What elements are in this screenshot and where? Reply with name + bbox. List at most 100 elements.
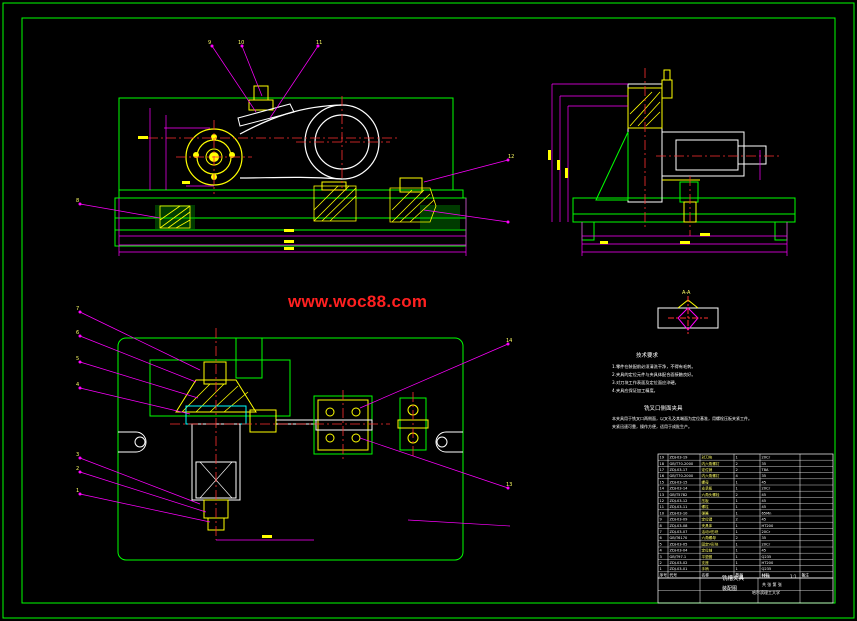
bom-cell: 45 [762,493,767,497]
bom-cell: ZDJ-03-07 [670,530,688,534]
note-line-2: 夹紧迅速可靠，操作方便，适用于成批生产。 [612,423,692,429]
balloon-12: 12 [508,154,514,160]
title-block-sheet: 装配图 [722,585,737,592]
balloon-10: 10 [238,40,244,46]
bom-cell: 35 [762,474,767,478]
bom-cell: 1 [736,567,738,571]
bom-cell: 19 [660,456,665,460]
bom-cell: 45 [762,549,767,553]
bom-header-cell: 代号 [670,572,678,577]
title-block-scale-label: 比例 [762,573,770,579]
bom-cell: 1 [736,555,738,559]
bom-cell: 7 [660,530,662,534]
bom-cell: 内六角螺钉 [702,473,720,478]
balloon-9: 9 [208,40,211,46]
bom-cell: GB/T70-2000 [670,474,694,478]
tech-line-2: 2.夹具的定位元件与夹具体配合面接触良好。 [612,371,696,378]
side-view [548,68,796,256]
bom-cell: ZDJ-03-11 [670,505,688,509]
balloon-11: 11 [316,40,322,46]
bom-cell: 20Cr [762,487,771,491]
bom-cell: 平垫圈 [702,554,713,559]
bom-cell: ZDJ-03-17 [670,468,688,472]
balloon-6: 6 [76,330,79,336]
section-a-a [657,296,719,334]
bom-cell: 2 [660,561,662,565]
bom-header-cell: 数量 [736,572,744,577]
bom-cell: 1 [736,561,738,565]
title-block-school: 哈尔滨理工大学 [752,589,780,595]
title-block-sheet-count: 共 张 第 张 [762,581,782,587]
bom-header-cell: 名称 [702,572,710,577]
bom-cell: 活动V形块 [702,529,719,534]
bom-cell: ZDJ-03-15 [670,480,688,484]
bom-cell: 2 [736,518,738,522]
title-block: 铣槽夹具 装配图 哈尔滨理工大学 比例 1:1 共 张 第 张 [722,573,797,595]
bom-cell: ZDJ-03-01 [670,567,688,571]
bom-cell: 20Cr [762,456,771,460]
tech-line-3: 3.对刀块工作表面及定位面应淬硬。 [612,379,679,386]
note-title: 铣叉口侧面夹具 [644,404,683,412]
bom-cell: 1 [660,567,662,571]
balloon-2: 2 [76,466,79,472]
title-block-name: 铣槽夹具 [722,574,745,582]
balloon-3: 3 [76,452,79,458]
bom-cell: 1 [736,480,738,484]
bom-cell: 65Mn [762,511,772,515]
bom-cell: ZDJ-03-04 [670,549,689,553]
bom-cell: ZDJ-03-10 [670,511,689,515]
bom-cell: 1 [736,456,738,460]
balloon-4: 4 [76,382,79,388]
bom-cell: 夹具体 [702,523,713,528]
bom-cell: 六角头螺栓 [702,492,720,497]
bom-cell: 支承板 [702,486,713,491]
bom-cell: ZDJ-03-12 [670,499,688,503]
front-view [78,44,510,256]
top-view [78,310,511,561]
bom-cell: 2 [736,493,738,497]
bom-cell: GB/T6170 [670,536,689,540]
tech-line-4: 4.夹具应保证加工精度。 [612,387,658,394]
bom-cell: HT200 [762,524,774,528]
section-a-a-label: A-A [682,290,691,296]
bom-cell: 17 [660,468,665,472]
bom-cell: GB/T97.1 [670,555,687,559]
bom-cell: Q235 [762,555,772,559]
bom-cell: 3 [660,555,662,559]
bom-cell: 20Cr [762,542,771,546]
balloon-8: 8 [76,198,79,204]
bom-cell: 2 [736,468,738,472]
bom-cell: 弹簧 [702,510,710,515]
bom-cell: 1 [736,530,738,534]
tech-line-1: 1.零件在装配前必须清洗干净，不得有毛刺。 [612,363,696,370]
watermark-text: www.woc88.com [288,292,428,311]
bom-cell: 9 [660,518,663,522]
bom-cell: 1 [736,505,738,509]
bom-cell: 六角螺母 [702,535,717,540]
bom-cell: 18 [660,462,665,466]
bom-cell: 4 [660,549,663,553]
bom-cell: 手柄 [702,566,710,571]
bom-cell: 6 [660,536,663,540]
bom-cell: 2 [736,462,738,466]
bom-cell: 内六角螺钉 [702,461,720,466]
bom-cell: 螺母 [702,479,710,484]
bom-cell: GB/T5782 [670,493,688,497]
bom-cell: T8A [761,468,769,472]
bom-cell: 8 [660,524,663,528]
bom-cell: ZDJ-03-09 [670,518,689,522]
balloon-7: 7 [76,306,79,312]
bom-cell: 2 [736,536,738,540]
bom-cell: 14 [660,487,665,491]
bom-cell: 15 [660,480,665,484]
bom-cell: 1 [736,487,738,491]
bom-cell: 16 [660,474,665,478]
balloon-1: 1 [76,488,79,494]
bom-cell: 20Cr [762,530,771,534]
title-block-scale: 1:1 [790,574,797,579]
bom-cell: 45 [762,518,767,522]
bom-cell: 35 [762,462,767,466]
bom-header-cell: 序号 [660,572,668,577]
